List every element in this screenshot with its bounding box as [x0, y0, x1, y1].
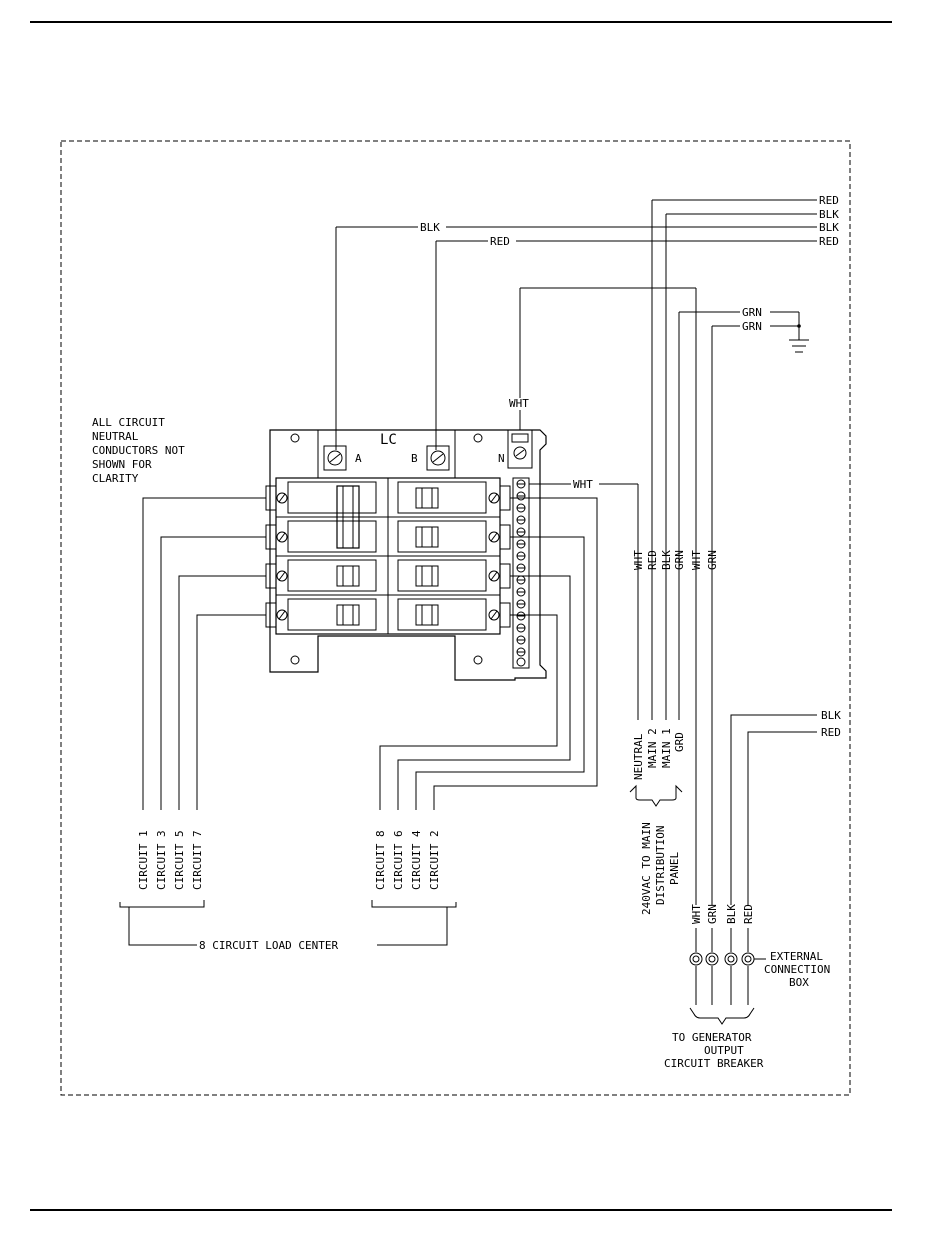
wire-label-blk-gen: BLK	[821, 709, 841, 722]
lead-main-1: MAIN 1	[660, 728, 673, 768]
wire-label-wht-gen: WHT	[690, 550, 703, 570]
generator-line-2: OUTPUT	[704, 1044, 744, 1057]
note-line-2: NEUTRAL	[92, 430, 139, 443]
right-circuit-wires	[379, 497, 598, 810]
external-box-label: EXTERNAL CONNECTION BOX	[764, 950, 830, 989]
main-panel-caption-1: 240VAC TO MAIN	[640, 822, 653, 915]
wire-label-red-2: RED	[819, 235, 839, 248]
wire-label-red-b: RED	[490, 235, 510, 248]
wire-label-blk-a: BLK	[420, 221, 440, 234]
terminal-n-label: N	[498, 452, 505, 465]
external-connectors	[689, 952, 766, 966]
generator-brace	[689, 1007, 755, 1025]
circuit-label: CIRCUIT 8	[374, 830, 387, 890]
wire-label-blk-1: BLK	[819, 208, 839, 221]
gen-label-red: RED	[742, 904, 755, 924]
clarity-note: ALL CIRCUIT NEUTRAL CONDUCTORS NOT SHOWN…	[92, 416, 185, 485]
circuit-label: CIRCUIT 1	[137, 830, 150, 890]
load-center-caption: 8 CIRCUIT LOAD CENTER	[199, 939, 338, 952]
generator-line-1: TO GENERATOR	[672, 1031, 752, 1044]
external-box-line-1: EXTERNAL	[770, 950, 823, 963]
lc-label: LC	[380, 432, 397, 448]
wire-label-red-gen: RED	[821, 726, 841, 739]
generator-line-3: CIRCUIT BREAKER	[664, 1057, 764, 1070]
lead-neutral: NEUTRAL	[632, 733, 645, 780]
load-center: LC A B N	[265, 429, 547, 681]
note-line-5: CLARITY	[92, 472, 139, 485]
load-center-bracket	[119, 900, 457, 946]
lead-grd: GRD	[673, 732, 686, 752]
main-panel-caption: 240VAC TO MAIN DISTRIBUTION PANEL	[640, 822, 681, 915]
incoming-wires	[335, 199, 817, 905]
wire-label-red: RED	[646, 550, 659, 570]
note-line-4: SHOWN FOR	[92, 458, 152, 471]
wire-label-wht-top: WHT	[509, 397, 529, 410]
wire-label-grn-1: GRN	[742, 306, 762, 319]
right-circuit-labels: CIRCUIT 8 CIRCUIT 6 CIRCUIT 4 CIRCUIT 2	[374, 830, 441, 890]
circuit-label: CIRCUIT 5	[173, 830, 186, 890]
generator-label: TO GENERATOR OUTPUT CIRCUIT BREAKER	[664, 1031, 764, 1070]
gen-label-blk: BLK	[725, 904, 738, 924]
wire-label-wht-neutral: WHT	[573, 478, 593, 491]
circuit-label: CIRCUIT 6	[392, 830, 405, 890]
wire-label-blk-2: BLK	[819, 221, 839, 234]
main-panel-caption-3: PANEL	[668, 852, 681, 885]
generator-wire-labels: WHT GRN BLK RED	[690, 904, 755, 924]
generator-wires	[695, 714, 817, 1005]
circuit-label: CIRCUIT 3	[155, 830, 168, 890]
diagram-border	[60, 140, 851, 1096]
circuit-label: CIRCUIT 2	[428, 830, 441, 890]
terminal-b-label: B	[411, 452, 418, 465]
wire-label-red-1: RED	[819, 194, 839, 207]
external-box-line-3: BOX	[789, 976, 809, 989]
circuit-label: CIRCUIT 7	[191, 830, 204, 890]
main-panel-caption-2: DISTRIBUTION	[654, 826, 667, 905]
wire-label-grn-2: GRN	[742, 320, 762, 333]
gen-label-wht: WHT	[690, 904, 703, 924]
wire-label-wht: WHT	[632, 550, 645, 570]
circuit-label: CIRCUIT 4	[410, 830, 423, 890]
main-panel-wire-labels: WHT RED BLK GRN WHT GRN	[632, 550, 719, 570]
main-panel-leads: NEUTRAL MAIN 2 MAIN 1 GRD	[632, 728, 686, 780]
lead-main-2: MAIN 2	[646, 728, 659, 768]
note-line-3: CONDUCTORS NOT	[92, 444, 185, 457]
left-circuit-labels: CIRCUIT 1 CIRCUIT 3 CIRCUIT 5 CIRCUIT 7	[137, 830, 204, 890]
wire-label-blk: BLK	[660, 550, 673, 570]
external-box-line-2: CONNECTION	[764, 963, 830, 976]
main-panel-brace	[629, 784, 683, 807]
left-circuit-wires	[142, 497, 266, 810]
neutral-wire	[529, 483, 639, 720]
wire-label-grn: GRN	[673, 550, 686, 570]
note-line-1: ALL CIRCUIT	[92, 416, 165, 429]
gen-label-grn: GRN	[706, 904, 719, 924]
wire-label-grn-gen: GRN	[706, 550, 719, 570]
terminal-a-label: A	[355, 452, 362, 465]
